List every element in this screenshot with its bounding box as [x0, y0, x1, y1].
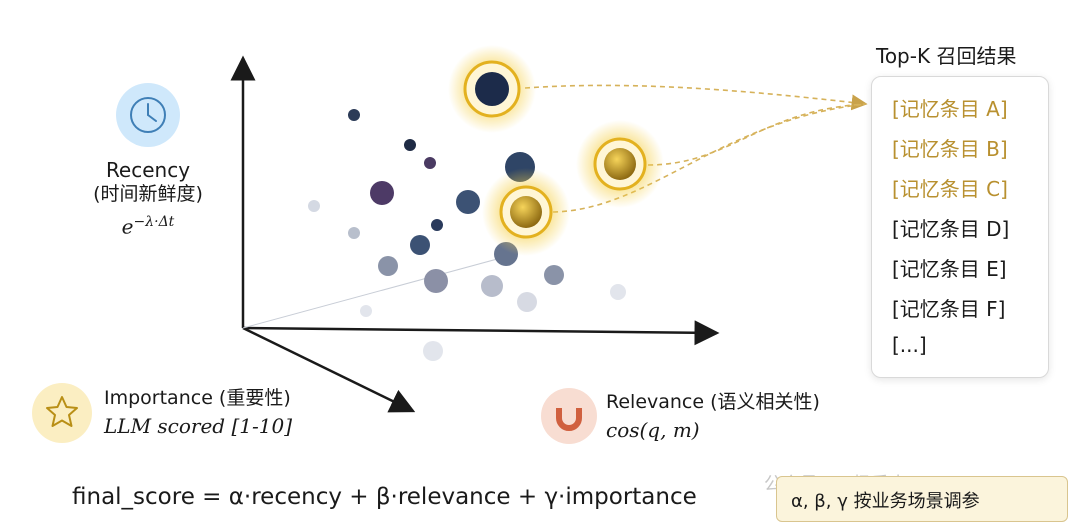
memory-point: [308, 200, 320, 212]
memory-point: [404, 139, 416, 151]
memory-point: [481, 275, 503, 297]
importance-title: Importance (重要性): [104, 387, 291, 409]
memory-point: [544, 265, 564, 285]
memory-point: [378, 256, 398, 276]
topk-item-d: [记忆条目 D]: [892, 217, 1010, 241]
magnet-icon: [541, 388, 597, 444]
memory-point: [348, 109, 360, 121]
recency-title: Recency: [105, 158, 191, 182]
topk-item-f: [记忆条目 F]: [892, 297, 1006, 321]
connector-b: [647, 103, 867, 166]
memory-point: [431, 219, 443, 231]
recency-label: Recency (时间新鲜度) e−λ·Δt: [60, 158, 236, 239]
final-score-formula: final_score = α·recency + β·relevance + …: [72, 484, 697, 510]
memory-point: [348, 227, 360, 239]
connectors: [524, 84, 868, 213]
topk-item-b: [记忆条目 B]: [892, 137, 1008, 161]
star-icon: [32, 383, 92, 443]
importance-formula: LLM scored [1-10]: [104, 414, 292, 438]
memory-point: [610, 284, 626, 300]
topk-item-c: [记忆条目 C]: [892, 177, 1008, 201]
memory-points: [308, 109, 626, 361]
topk-points: [448, 45, 664, 256]
memory-point: [423, 341, 443, 361]
tuning-note: α, β, γ 按业务场景调参: [776, 476, 1068, 522]
connector-a: [524, 84, 868, 111]
topk-point-c: [482, 168, 570, 256]
relevance-label: Relevance (语义相关性) cos(q, m): [606, 390, 820, 442]
memory-point: [410, 235, 430, 255]
tuning-note-text: α, β, γ 按业务场景调参: [791, 491, 980, 512]
topk-point-b: [576, 120, 664, 208]
memory-point: [370, 181, 394, 205]
topk-list: [记忆条目 A] [记忆条目 B] [记忆条目 C] [记忆条目 D] [记忆条…: [871, 76, 1049, 378]
connector-c: [552, 103, 867, 213]
topk-title: Top-K 召回结果: [876, 44, 1017, 68]
relevance-formula: cos(q, m): [606, 418, 700, 442]
relevance-axis: [242, 320, 720, 346]
memory-point: [517, 292, 537, 312]
relevance-title: Relevance (语义相关性): [606, 391, 820, 413]
importance-axis: [242, 326, 416, 413]
memory-point: [360, 305, 372, 317]
topk-item-a: [记忆条目 A]: [892, 97, 1008, 121]
memory-point: [424, 269, 448, 293]
recency-formula-base: e: [121, 214, 134, 239]
recency-formula: e−λ·Δt: [60, 210, 236, 239]
importance-label: Importance (重要性) LLM scored [1-10]: [104, 386, 292, 438]
axes: [230, 55, 720, 413]
memory-point: [456, 190, 480, 214]
memory-point: [424, 157, 436, 169]
guide-line: [242, 254, 513, 329]
topk-point-a: [448, 45, 536, 133]
recency-formula-exponent: −λ·Δt: [133, 214, 175, 230]
recency-subtitle: (时间新鲜度): [93, 183, 203, 205]
topk-item-more: [...]: [892, 333, 927, 357]
clock-icon: [116, 83, 180, 147]
topk-item-e: [记忆条目 E]: [892, 257, 1007, 281]
